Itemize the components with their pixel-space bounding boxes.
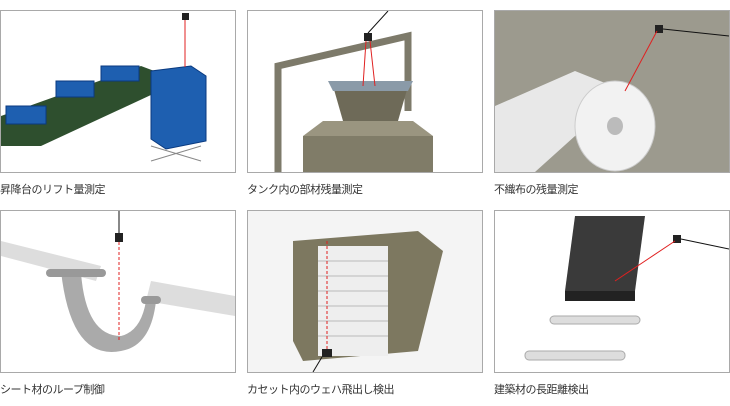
application-card-tank[interactable]: タンク内の部材残量測定 bbox=[247, 10, 483, 197]
application-card-building[interactable]: 建築材の長距離検出 bbox=[494, 210, 730, 397]
application-card-nonwoven[interactable]: 不織布の残量測定 bbox=[494, 10, 730, 197]
caption: 建築材の長距離検出 bbox=[494, 383, 589, 396]
caption: タンク内の部材残量測定 bbox=[247, 183, 363, 196]
application-card-lift[interactable]: 昇降台のリフト量測定 bbox=[0, 10, 236, 197]
application-card-wafer[interactable]: カセット内のウェハ飛出し検出 bbox=[247, 210, 483, 397]
lift-table-illustration bbox=[0, 10, 236, 173]
tank-illustration bbox=[247, 10, 483, 173]
application-card-sheet-loop[interactable]: シート材のループ制御 bbox=[0, 210, 236, 397]
caption: カセット内のウェハ飛出し検出 bbox=[247, 383, 395, 396]
caption: 不織布の残量測定 bbox=[494, 183, 579, 196]
caption: シート材のループ制御 bbox=[0, 383, 105, 396]
wafer-cassette-illustration bbox=[247, 210, 483, 373]
caption: 昇降台のリフト量測定 bbox=[0, 183, 106, 196]
nonwoven-roll-illustration bbox=[494, 10, 730, 173]
sheet-loop-illustration bbox=[0, 210, 236, 373]
building-material-illustration bbox=[494, 210, 730, 373]
